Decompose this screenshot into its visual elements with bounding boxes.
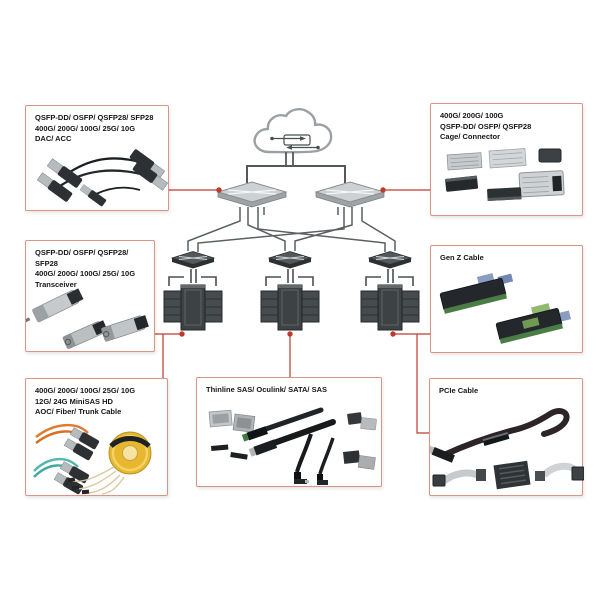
aoc-label: 400G/ 200G/ 100G/ 25G/ 10G 12G/ 24G Mini… [26,379,167,418]
genz-label: Gen Z Cable [431,246,582,264]
transceiver-label-line2: 400G/ 200G/ 100G/ 25G/ 10G [35,269,136,278]
dac-acc-label: QSFP-DD/ OSFP/ QSFP28/ SFP28 400G/ 200G/… [26,106,168,145]
cage-label-line2: QSFP-DD/ OSFP/ QSFP28 [440,121,532,131]
genz-cable-photo [439,273,572,344]
thinline-label: Thinline SAS/ Oculink/ SATA/ SAS [197,378,381,396]
callout-connector-lines [155,189,430,434]
server-rack-icon-3 [360,284,420,331]
cage-connector-photo [445,148,565,201]
pcie-cable-photo [430,408,584,490]
transceiver-label-line1: QSFP-DD/ OSFP/ QSFP28/ SFP28 [35,248,129,268]
leaf-switch-icon-1 [170,251,216,269]
server-rack-icon-2 [260,284,320,331]
cage-label: 400G/ 200G/ 100G QSFP-DD/ OSFP/ QSFP28 C… [431,104,582,143]
callout-connector-dots [179,187,396,337]
fiber-spool-icon [108,431,152,475]
router-icon [270,134,320,150]
pcie-label: PCIe Cable [430,379,582,397]
product-box-dac-acc: QSFP-DD/ OSFP/ QSFP28/ SFP28 400G/ 200G/… [25,105,169,211]
spine-leaf-links [187,207,396,252]
aoc-fiber-cables-photo [33,424,152,495]
leaf-switch-icon-3 [367,251,413,269]
aoc-label-line1: 400G/ 200G/ 100G/ 25G/ 10G [35,386,136,395]
product-box-pcie-cable: PCIe Cable [429,378,584,496]
dac-acc-label-line2: 400G/ 200G/ 100G/ 25G/ 10G [35,123,136,133]
product-box-transceiver: QSFP-DD/ OSFP/ QSFP28/ SFP28 400G/ 200G/… [25,240,155,352]
leaf-switch-icon-2 [267,251,313,269]
dac-cables-photo [36,149,169,207]
transceiver-label: QSFP-DD/ OSFP/ QSFP28/ SFP28 400G/ 200G/… [26,241,154,290]
cloud-icon [253,108,333,154]
server-rack-icon-1 [163,284,223,331]
product-box-thinline-sas: Thinline SAS/ Oculink/ SATA/ SAS [196,377,382,487]
spine-switch-icon-left [216,181,288,208]
dac-acc-label-line1: QSFP-DD/ OSFP/ QSFP28/ SFP28 [35,113,154,122]
thinline-label-line1: Thinline SAS/ Oculink/ SATA/ SAS [206,385,327,394]
thinline-sas-photo [208,407,377,485]
spine-switch-icon-right [314,181,386,208]
transceiver-label-line3: Transceiver [35,279,77,289]
product-box-cage-connector: 400G/ 200G/ 100G QSFP-DD/ OSFP/ QSFP28 C… [430,103,583,216]
transceiver-modules-photo [26,288,149,350]
product-box-aoc-fiber-trunk: 400G/ 200G/ 100G/ 25G/ 10G 12G/ 24G Mini… [25,378,168,496]
aoc-label-line3: AOC/ Fiber/ Trunk Cable [35,407,122,416]
cloud-uplink-lines [246,152,346,183]
pcie-label-line1: PCIe Cable [439,386,479,395]
cage-label-line3: Cage/ Connector [440,132,501,141]
cage-label-line1: 400G/ 200G/ 100G [440,111,504,120]
genz-label-line1: Gen Z Cable [440,253,484,262]
dac-acc-label-line3: DAC/ ACC [35,134,72,143]
leaf-server-links [168,269,414,286]
product-box-genz-cable: Gen Z Cable [430,245,583,353]
aoc-label-line2: 12G/ 24G MiniSAS HD [35,396,113,406]
